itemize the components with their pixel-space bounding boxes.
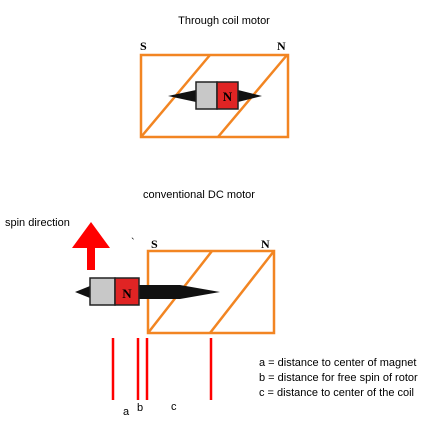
- spin-direction-arrow: [72, 222, 110, 270]
- spin-arrow-head: [72, 222, 110, 248]
- marker-letter-b: b: [137, 402, 143, 414]
- bottom-magnet-n: [114, 277, 140, 306]
- legend-c: c = distance to center of the coil: [259, 387, 414, 399]
- top-rotor: N: [168, 81, 262, 110]
- spin-arrow-shaft: [87, 247, 95, 270]
- top-n-pole-label: N: [277, 39, 286, 53]
- top-magnet-n: [216, 81, 239, 110]
- legend-a: a = distance to center of magnet: [259, 357, 416, 369]
- legend-b: b = distance for free spin of rotor: [259, 372, 418, 384]
- top-shaft-right: [238, 90, 262, 102]
- marker-letter-c: c: [171, 401, 177, 413]
- bottom-magnet-s: [89, 277, 116, 306]
- bottom-shaft-left: [75, 286, 90, 298]
- spin-direction-label: spin direction: [5, 217, 70, 229]
- top-coil-frame: [139, 53, 290, 139]
- bottom-shaft-right: [139, 285, 220, 299]
- bottom-coil-winding-2: [209, 250, 275, 334]
- bottom-rotor: N: [75, 277, 220, 306]
- bottom-magnet-n-label: N: [122, 286, 132, 301]
- title-through-coil: Through coil motor: [178, 15, 270, 27]
- title-conventional-dc: conventional DC motor: [143, 189, 255, 201]
- bottom-s-pole-label: S: [151, 237, 158, 251]
- dot-mark: `: [131, 237, 135, 249]
- top-shaft-left: [168, 90, 196, 102]
- top-magnet-s: [195, 81, 218, 110]
- bottom-n-pole-label: N: [261, 237, 270, 251]
- top-s-pole-label: S: [140, 39, 147, 53]
- top-magnet-n-label: N: [223, 89, 233, 104]
- marker-letter-a: a: [123, 406, 130, 418]
